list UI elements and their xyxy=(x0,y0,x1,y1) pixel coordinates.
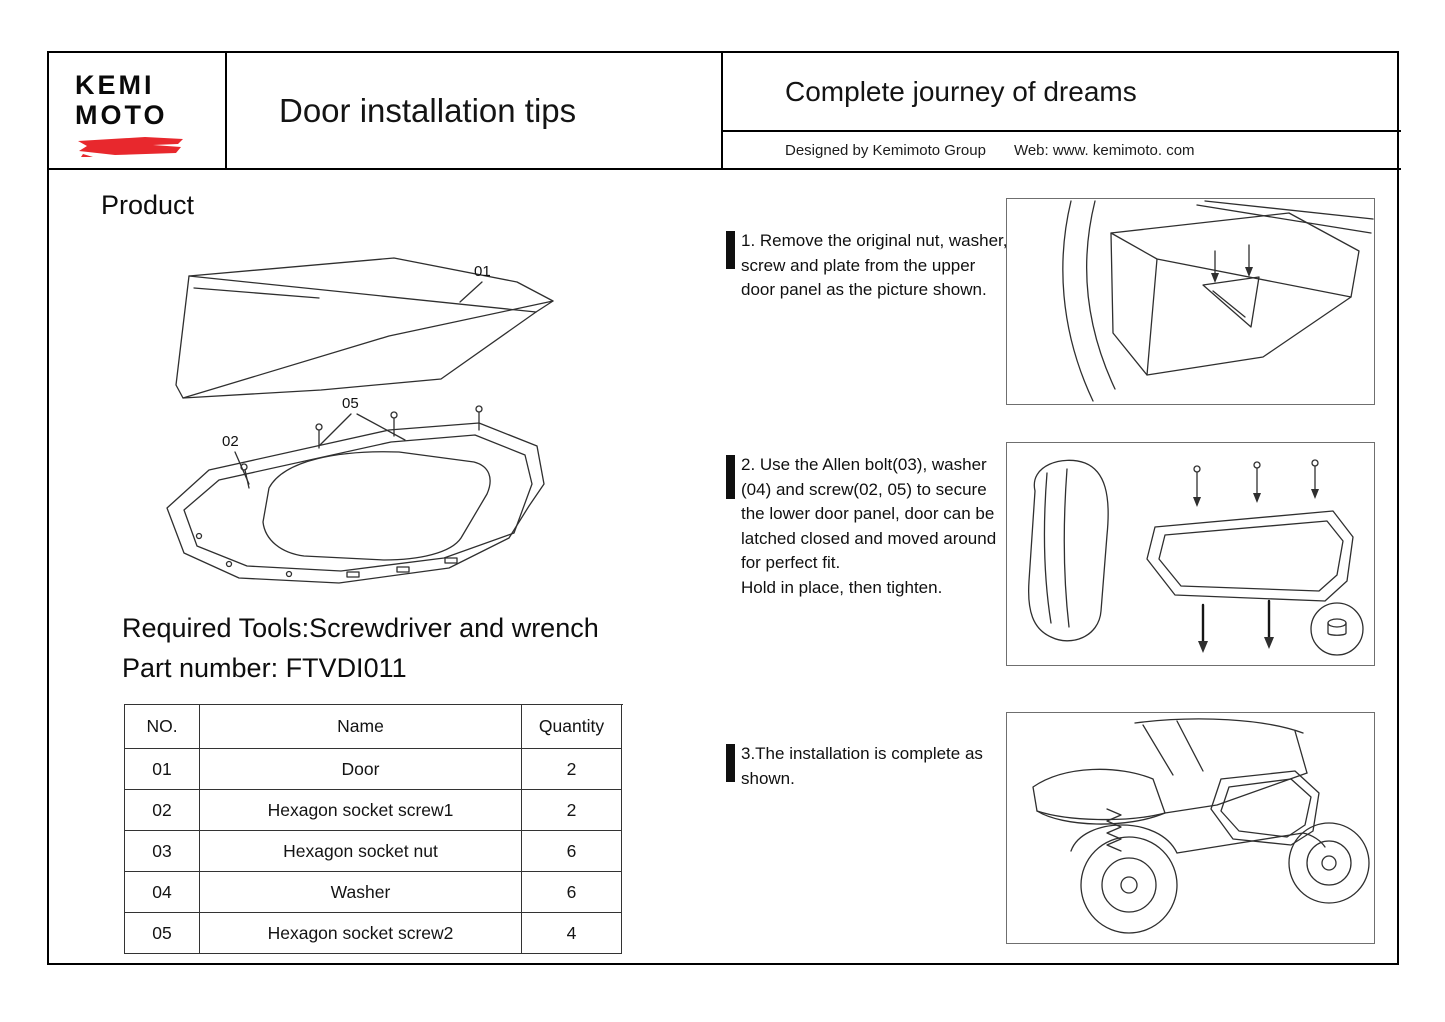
installed-door-drawing xyxy=(1210,770,1320,846)
lower-door-frame-drawing xyxy=(166,405,545,584)
table-cell-name: Door xyxy=(200,749,522,790)
table-cell-qty: 6 xyxy=(522,872,622,913)
table-cell-name: Washer xyxy=(200,872,522,913)
table-cell-name: Hexagon socket nut xyxy=(200,831,522,872)
designed-by-text: Designed by Kemimoto Group xyxy=(785,141,986,159)
parts-table: NO. Name Quantity 01 Door 2 02 Hexagon s… xyxy=(124,704,623,954)
step2-illustration xyxy=(1027,459,1364,656)
step1-marker xyxy=(726,231,735,269)
table-cell-no: 03 xyxy=(125,831,200,872)
rear-wheel-drawing xyxy=(1288,822,1370,904)
step1-image xyxy=(1006,198,1375,405)
header-info-row: Designed by Kemimoto Group Web: www. kem… xyxy=(723,132,1401,168)
page-frame: KEMI MOTO Door installation tips Complet… xyxy=(47,51,1401,965)
table-cell-qty: 4 xyxy=(522,913,622,954)
coil-shock-drawing xyxy=(1106,808,1122,852)
seat-drawing xyxy=(1027,459,1109,642)
step1-text: 1. Remove the original nut, washer, scre… xyxy=(741,231,1008,299)
step3-marker xyxy=(726,744,735,782)
table-cell-qty: 2 xyxy=(522,749,622,790)
header-right-section: Complete journey of dreams Designed by K… xyxy=(723,53,1401,170)
table-cell-qty: 2 xyxy=(522,790,622,831)
step2-text: 2. Use the Allen bolt(03), washer (04) a… xyxy=(741,455,997,597)
logo-text-top: KEMI xyxy=(75,70,155,100)
step3-illustration xyxy=(1032,718,1370,934)
step1-illustration xyxy=(1062,200,1374,402)
col-header-no: NO. xyxy=(125,705,200,749)
part-label-02: 02 xyxy=(222,433,239,450)
table-cell-name: Hexagon socket screw2 xyxy=(200,913,522,954)
part-label-05: 05 xyxy=(342,395,359,412)
col-header-name: Name xyxy=(200,705,522,749)
logo-text-bottom: MOTO xyxy=(75,100,168,130)
table-cell-name: Hexagon socket screw1 xyxy=(200,790,522,831)
nut-detail-circle xyxy=(1310,602,1364,656)
table-cell-no: 04 xyxy=(125,872,200,913)
table-cell-no: 01 xyxy=(125,749,200,790)
page-title: Door installation tips xyxy=(279,91,577,129)
document-title-cell: Door installation tips xyxy=(227,53,723,170)
product-door-drawing: 01 05 02 xyxy=(166,257,554,584)
brand-logo: KEMI MOTO xyxy=(49,53,227,170)
product-section-heading: Product xyxy=(101,190,195,220)
brand-tagline: Complete journey of dreams xyxy=(723,53,1401,132)
col-header-quantity: Quantity xyxy=(522,705,622,749)
required-tools-text: Required Tools:Screwdriver and wrench xyxy=(122,613,599,643)
upper-door-panel-drawing xyxy=(175,257,554,399)
lower-panel-drawing xyxy=(1146,510,1354,602)
table-cell-no: 05 xyxy=(125,913,200,954)
step2-marker xyxy=(726,455,735,499)
website-text: Web: www. kemimoto. com xyxy=(1013,141,1195,159)
part-number-text: Part number: FTVDI011 xyxy=(122,653,407,683)
table-cell-no: 02 xyxy=(125,790,200,831)
step3-text: 3.The installation is complete as shown. xyxy=(741,744,983,788)
logo-brush-stroke-icon xyxy=(78,137,183,157)
step2-image xyxy=(1006,442,1375,666)
table-cell-qty: 6 xyxy=(522,831,622,872)
step3-image xyxy=(1006,712,1375,944)
part-label-01: 01 xyxy=(474,263,491,280)
front-wheel-drawing xyxy=(1080,836,1178,934)
